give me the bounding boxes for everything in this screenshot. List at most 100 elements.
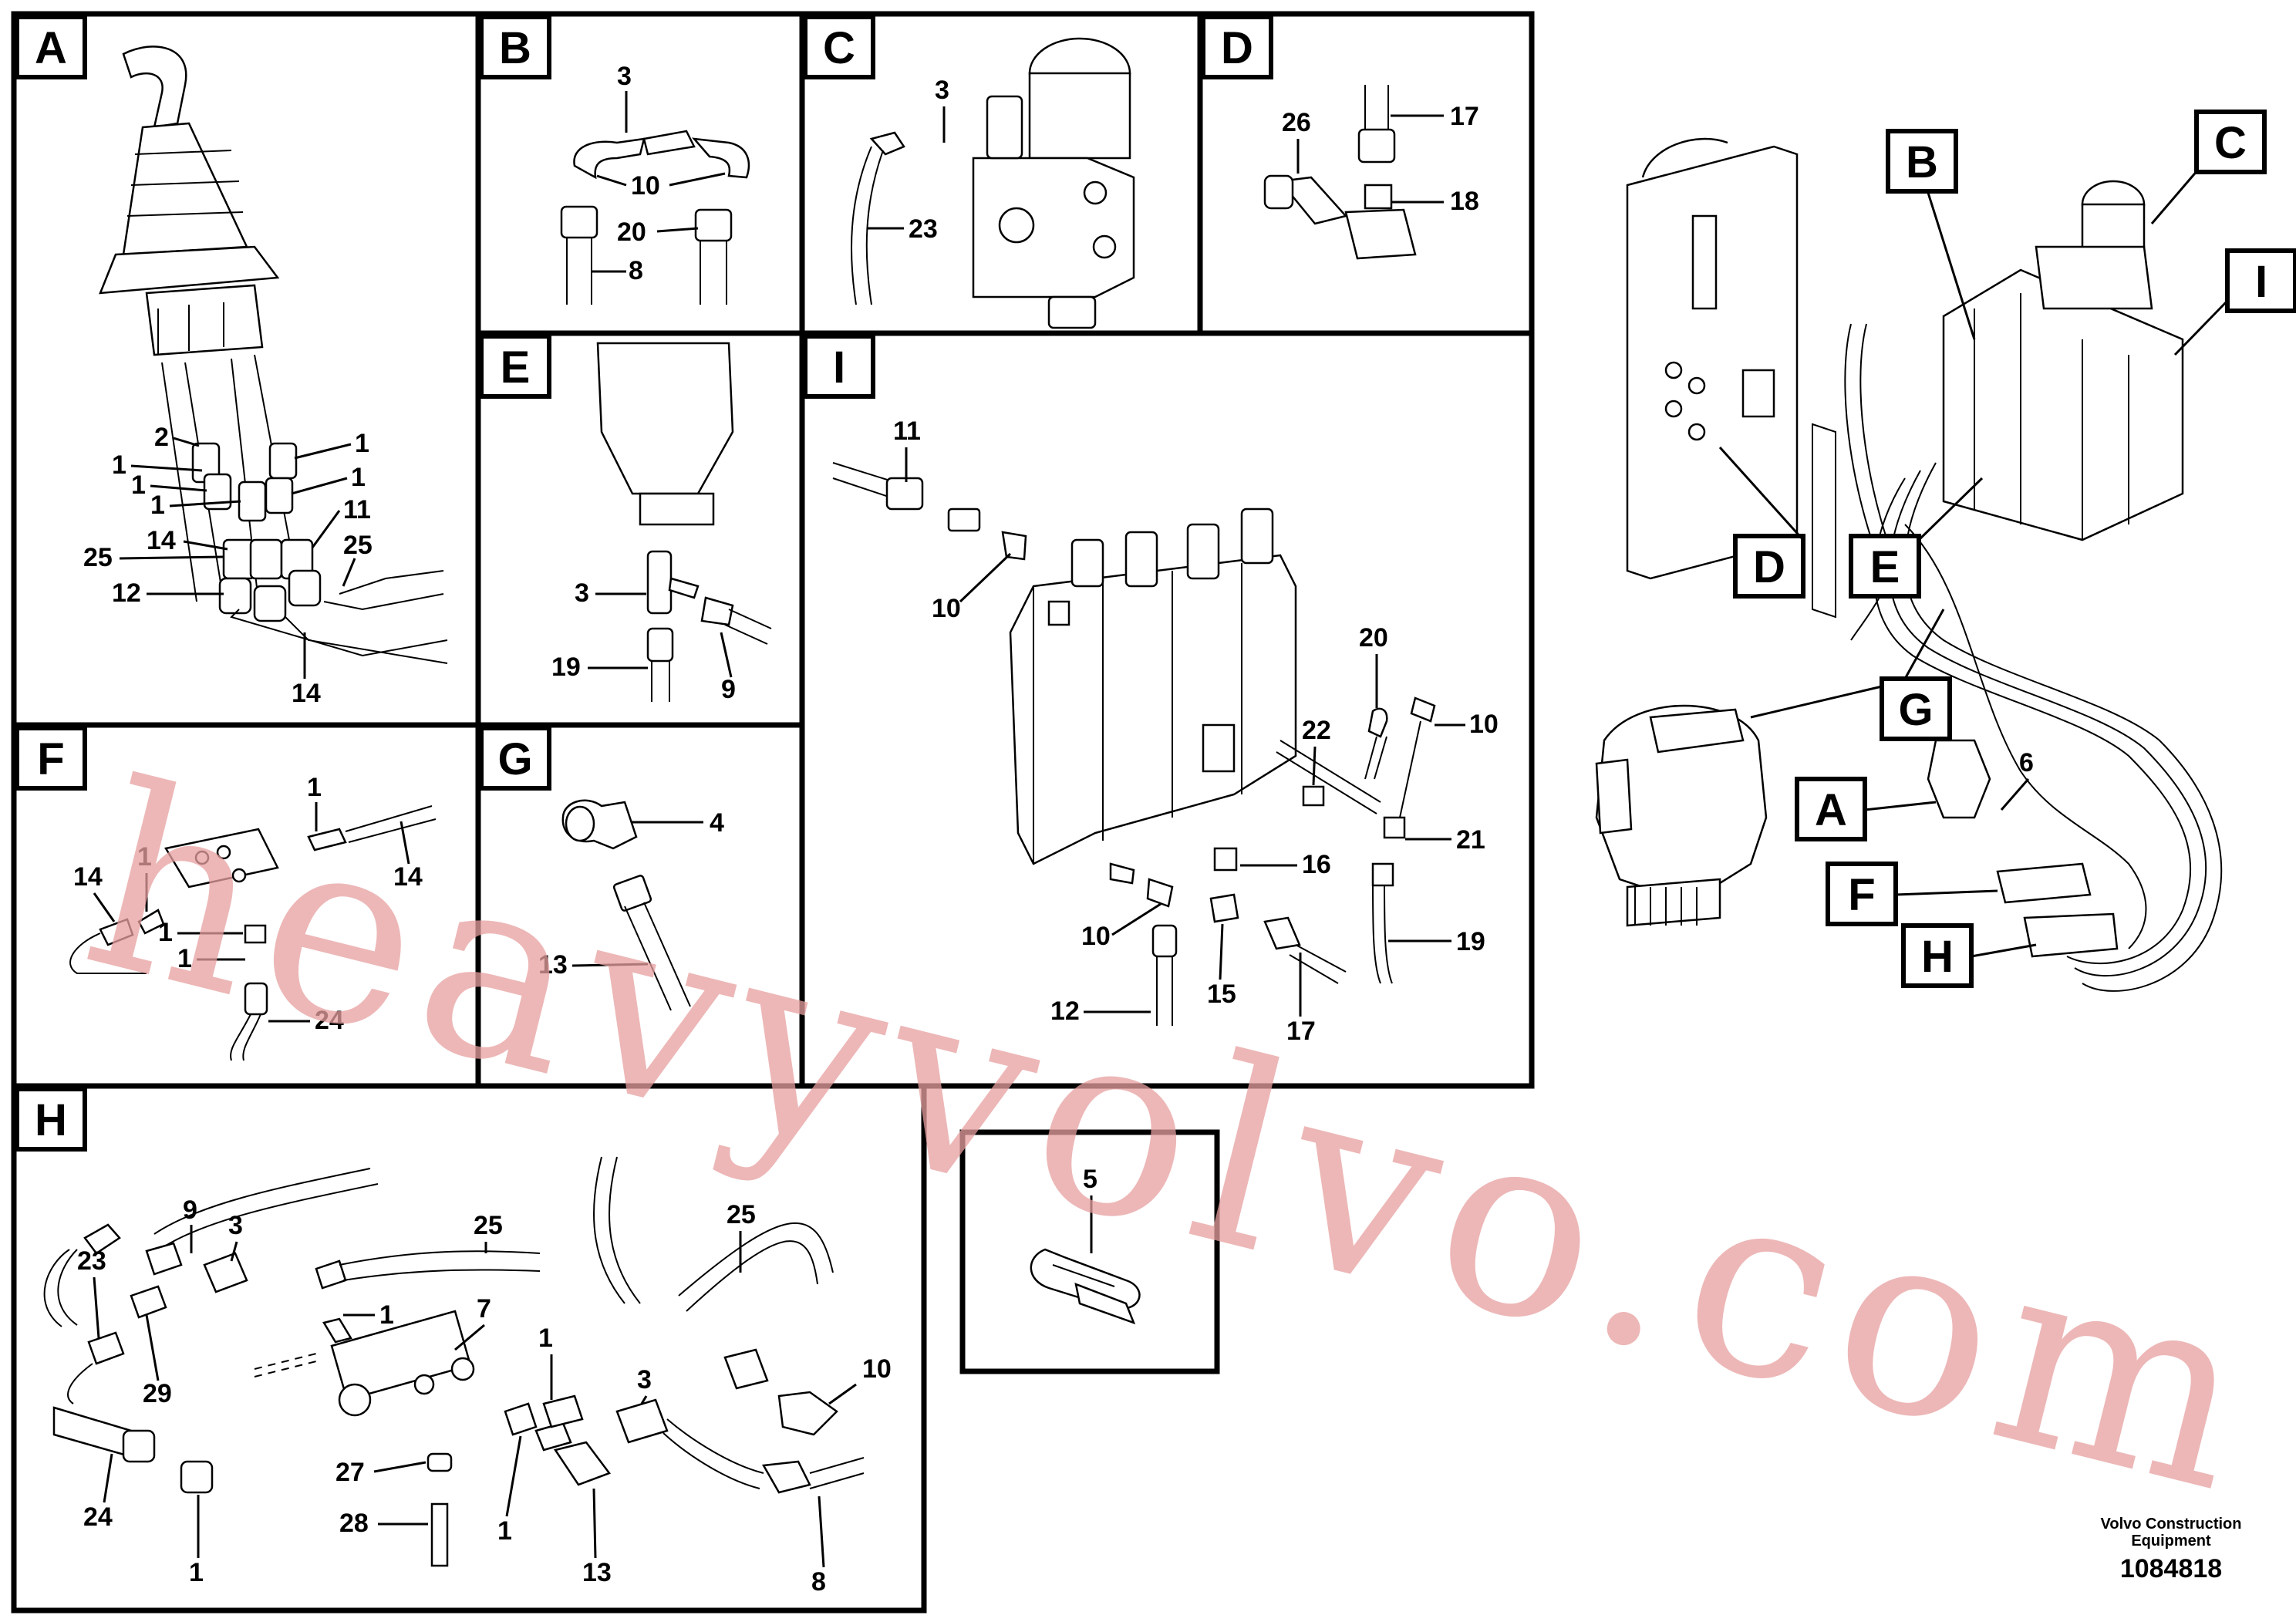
- panel-C-callouts: 3 23: [868, 76, 949, 244]
- callout-number: 19: [1456, 927, 1485, 956]
- overview-tag-G: G: [1750, 609, 1952, 741]
- callout-number: 10: [1469, 710, 1499, 739]
- panel-G-drawing: [561, 799, 691, 1011]
- panel-tag-D: D: [1201, 15, 1273, 79]
- panel-tag-letter: H: [35, 1095, 67, 1145]
- callout-number: 12: [112, 578, 141, 608]
- company-name-line2: Equipment: [2131, 1533, 2211, 1549]
- callout-number: 10: [631, 171, 660, 201]
- panel-frames: [11, 11, 1535, 1614]
- company-name-line1: Volvo Construction: [2101, 1516, 2242, 1533]
- panel-tag-letter: A: [35, 23, 67, 73]
- panel-tag-letter: E: [1870, 542, 1900, 592]
- panel-tag-letter: G: [1898, 685, 1933, 735]
- panel-tag-letter: E: [501, 342, 531, 393]
- callout-number: 14: [147, 526, 176, 555]
- callout-number: 7: [477, 1294, 491, 1324]
- panel-tag-I: I: [803, 334, 875, 399]
- panel-E-callouts: 3 19 9: [551, 578, 736, 704]
- panel-I-drawing: [832, 462, 1436, 1026]
- callout-number: 13: [538, 950, 568, 980]
- callout-number: 1: [189, 1558, 204, 1587]
- callout-number: 20: [1359, 623, 1388, 653]
- callout-number: 1: [355, 429, 369, 458]
- overview-tag-C: C: [2150, 110, 2267, 224]
- joystick-fittings: [191, 442, 322, 622]
- callout-number: 1: [131, 470, 146, 500]
- panel-C-drawing: [851, 37, 1135, 329]
- callout-number: 29: [143, 1379, 172, 1408]
- callout-number: 22: [1302, 716, 1331, 745]
- panel-D-drawing: [1263, 85, 1417, 260]
- callout-number: 9: [183, 1195, 197, 1225]
- callout-number: 3: [617, 62, 632, 91]
- panel-tag-H: H: [15, 1087, 87, 1152]
- callout-number: 3: [935, 76, 949, 105]
- callout-number: 1: [379, 1300, 394, 1330]
- panel-tag-letter: A: [1815, 785, 1847, 835]
- panel-tag-letter: D: [1221, 23, 1253, 73]
- callout-number: 27: [335, 1458, 365, 1487]
- callout-number: 10: [932, 594, 961, 623]
- callout-number: 1: [538, 1324, 553, 1353]
- callout-number: 26: [1282, 108, 1311, 137]
- footer-block: Volvo Construction Equipment 1084818: [2101, 1516, 2242, 1583]
- panel-A-drawing: [99, 46, 448, 664]
- callout-number: 25: [474, 1211, 503, 1240]
- panel-tag-E: E: [479, 334, 551, 399]
- overview-tag-F: F: [1826, 862, 1998, 926]
- clamp-panel-drawing: [1030, 1248, 1141, 1325]
- callout-number: 4: [710, 808, 724, 838]
- panel-tag-letter: C: [2214, 118, 2247, 168]
- callout-number: 1: [351, 463, 366, 492]
- panel-F-drawing: [69, 805, 437, 1061]
- callout-number: 12: [1050, 996, 1080, 1026]
- drawing-number: 1084818: [2120, 1554, 2222, 1583]
- callout-number: 3: [575, 578, 589, 608]
- callout-number: 1: [497, 1516, 512, 1546]
- callout-number: 16: [1302, 850, 1331, 879]
- panel-tag-F: F: [15, 726, 87, 791]
- overview-tag-B: B: [1886, 129, 1976, 340]
- watermark: heavyvolvo.com: [62, 727, 2274, 1548]
- callout-number: 13: [582, 1558, 612, 1587]
- callout-number: 1: [150, 491, 165, 520]
- overview-drawing: [1595, 137, 2223, 992]
- callout-number: 18: [1450, 187, 1479, 216]
- panel-tag-letter: D: [1753, 542, 1785, 592]
- callout-number: 14: [393, 862, 423, 892]
- callout-number: 23: [77, 1246, 106, 1276]
- panel-E-drawing: [596, 342, 772, 702]
- panel-B-drawing: [560, 130, 750, 305]
- panel-G-callouts: 4 13: [538, 808, 724, 980]
- panel-F-callouts: 1 1 14 14 1 1 24: [73, 773, 423, 1035]
- callout-number: 2: [154, 423, 169, 452]
- panel-tag-letter: B: [499, 23, 531, 73]
- panel-tag-letter: H: [1921, 932, 1954, 982]
- callout-number: 1: [112, 450, 126, 480]
- callout-number: 1: [177, 944, 192, 973]
- callout-number: 24: [83, 1502, 113, 1532]
- callout-number: 3: [637, 1365, 652, 1394]
- overview-tag-E: E: [1849, 477, 1984, 599]
- callout-number: 1: [158, 918, 173, 947]
- callout-number: 11: [893, 416, 921, 446]
- overview-tag-A: A: [1795, 777, 1937, 841]
- callout-number: 14: [73, 862, 103, 892]
- callout-number: 19: [551, 653, 581, 682]
- callout-number: 25: [727, 1200, 756, 1229]
- clamp-panel-callouts: 5: [1083, 1165, 1097, 1253]
- panel-A-callouts: 2 1 1 1 1 1 11 25 14 25 12 14: [83, 423, 373, 708]
- callout-number: 17: [1450, 102, 1479, 131]
- panel-tag-G: G: [479, 726, 551, 791]
- callout-number: 23: [909, 214, 938, 244]
- panel-tag-letter: F: [1848, 870, 1875, 920]
- callout-number: 21: [1456, 825, 1485, 855]
- callout-number: 9: [721, 675, 736, 704]
- overview-tag-D: D: [1718, 446, 1805, 599]
- callout-number: 11: [343, 495, 371, 524]
- panel-tags: A B C D E I F G H: [15, 15, 1273, 1152]
- panel-H-callouts: 9 3 25 25 23 1 7 29 1 3 10 27 24 28 1 1 …: [77, 1195, 892, 1597]
- callout-number: 14: [292, 679, 321, 708]
